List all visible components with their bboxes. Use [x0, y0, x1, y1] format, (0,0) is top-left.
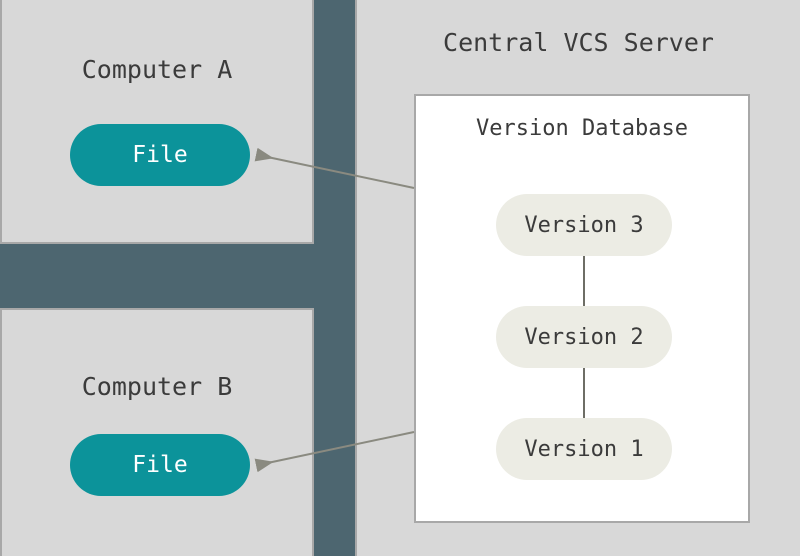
- computer-a-panel: Computer A File: [0, 0, 314, 244]
- connector-version2-version1: [583, 368, 585, 418]
- version-database-box: Version Database Version 3 Version 2 Ver…: [414, 94, 750, 523]
- computer-a-title: Computer A: [81, 55, 233, 84]
- central-vcs-server-title: Central VCS Server: [443, 28, 714, 57]
- computer-a-file-node[interactable]: File: [70, 124, 250, 186]
- connector-version3-version2: [583, 256, 585, 306]
- version-node-3[interactable]: Version 3: [496, 194, 672, 256]
- version-database-title: Version Database: [476, 116, 688, 141]
- computer-b-title: Computer B: [81, 372, 233, 401]
- version-node-2[interactable]: Version 2: [496, 306, 672, 368]
- computer-b-file-node[interactable]: File: [70, 434, 250, 496]
- version-node-1[interactable]: Version 1: [496, 418, 672, 480]
- computer-b-panel: Computer B File: [0, 308, 314, 556]
